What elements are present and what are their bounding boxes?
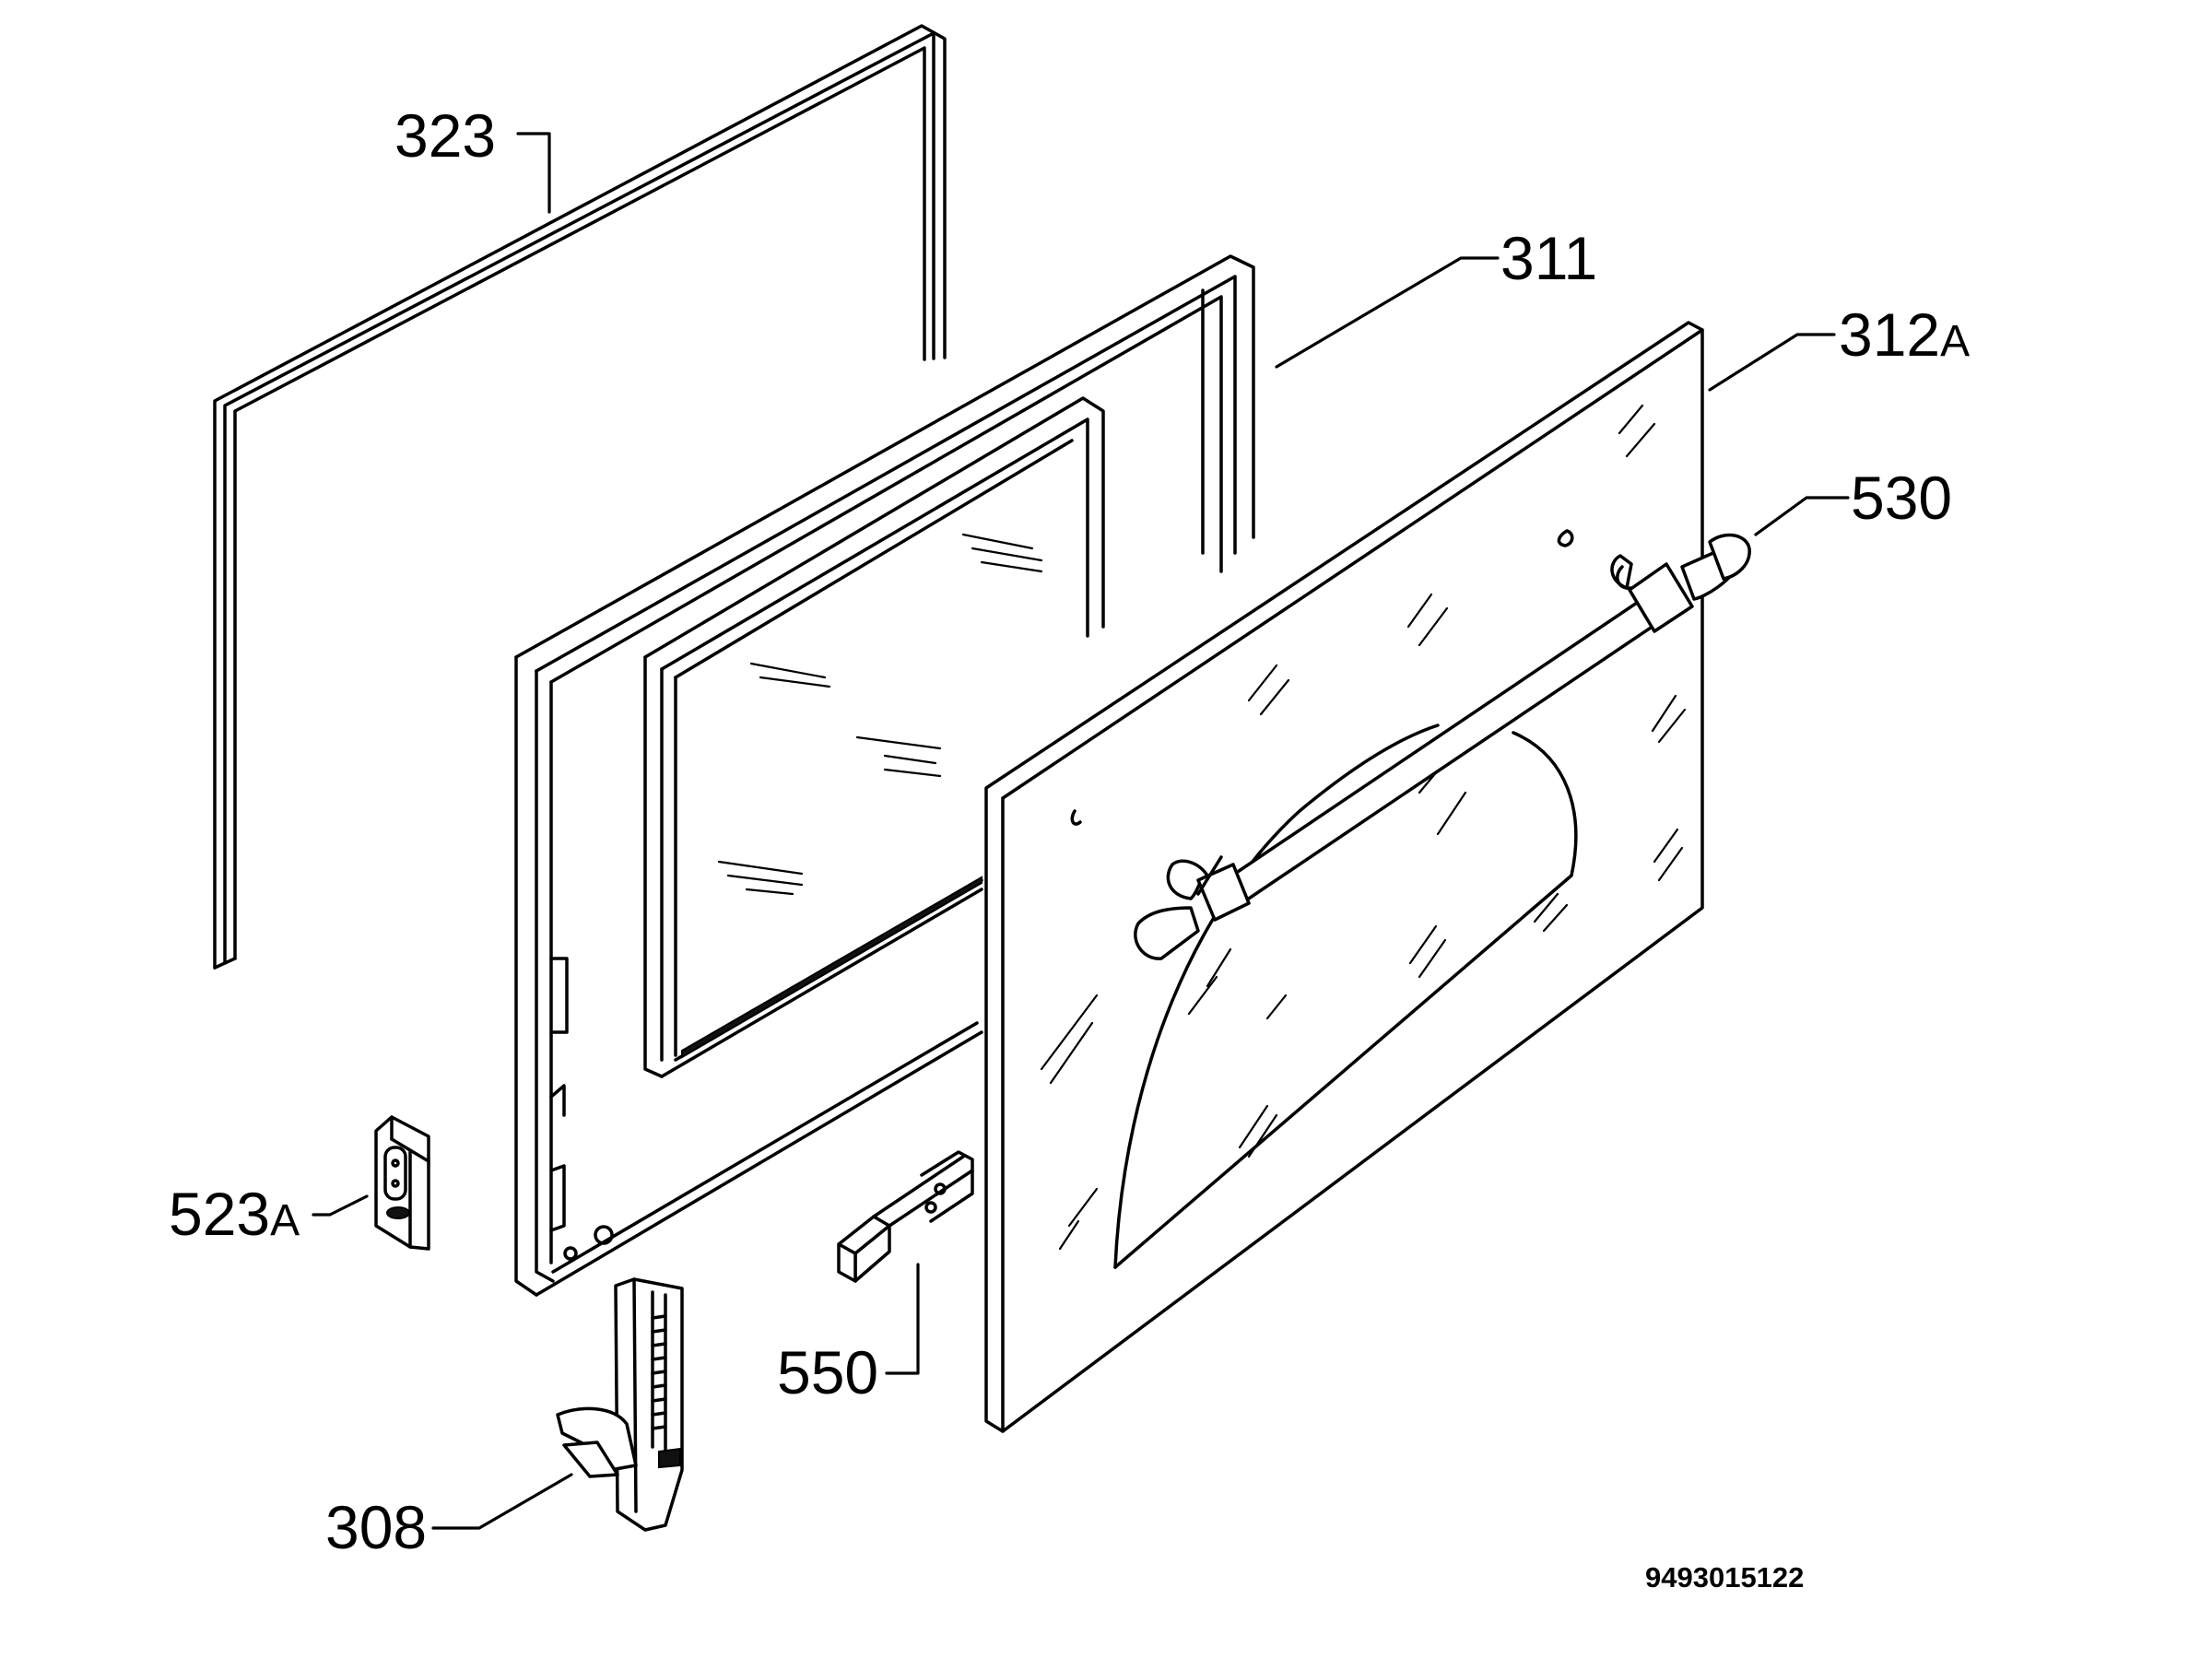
part-312a-outer-glass-panel [984,321,1704,1433]
part-550-bracket [837,1150,974,1283]
callout-312a: 312A [1839,300,1970,369]
part-530-door-handle [1134,533,1751,960]
leader-308 [431,1473,573,1530]
document-code: 9493015122 [1645,1561,1804,1594]
leader-312a [1708,333,1836,392]
callout-530: 530 [1851,464,1952,532]
leader-530 [1754,496,1850,536]
callout-323: 323 [394,101,496,170]
callout-311: 311 [1500,224,1597,292]
leader-523a [312,1194,369,1217]
callout-550: 550 [777,1338,878,1406]
part-308-hinge [556,1277,684,1532]
callout-523a: 523A [169,1180,300,1248]
leader-550 [885,1263,920,1375]
callout-308: 308 [325,1493,427,1561]
callout-leaders [312,132,1850,1530]
part-523a-latch-plate [374,1115,430,1251]
leader-311 [1275,256,1500,369]
leader-323 [516,132,551,214]
part-311-inner-door-frame [514,254,1255,1297]
part-323-door-seal [213,24,947,970]
